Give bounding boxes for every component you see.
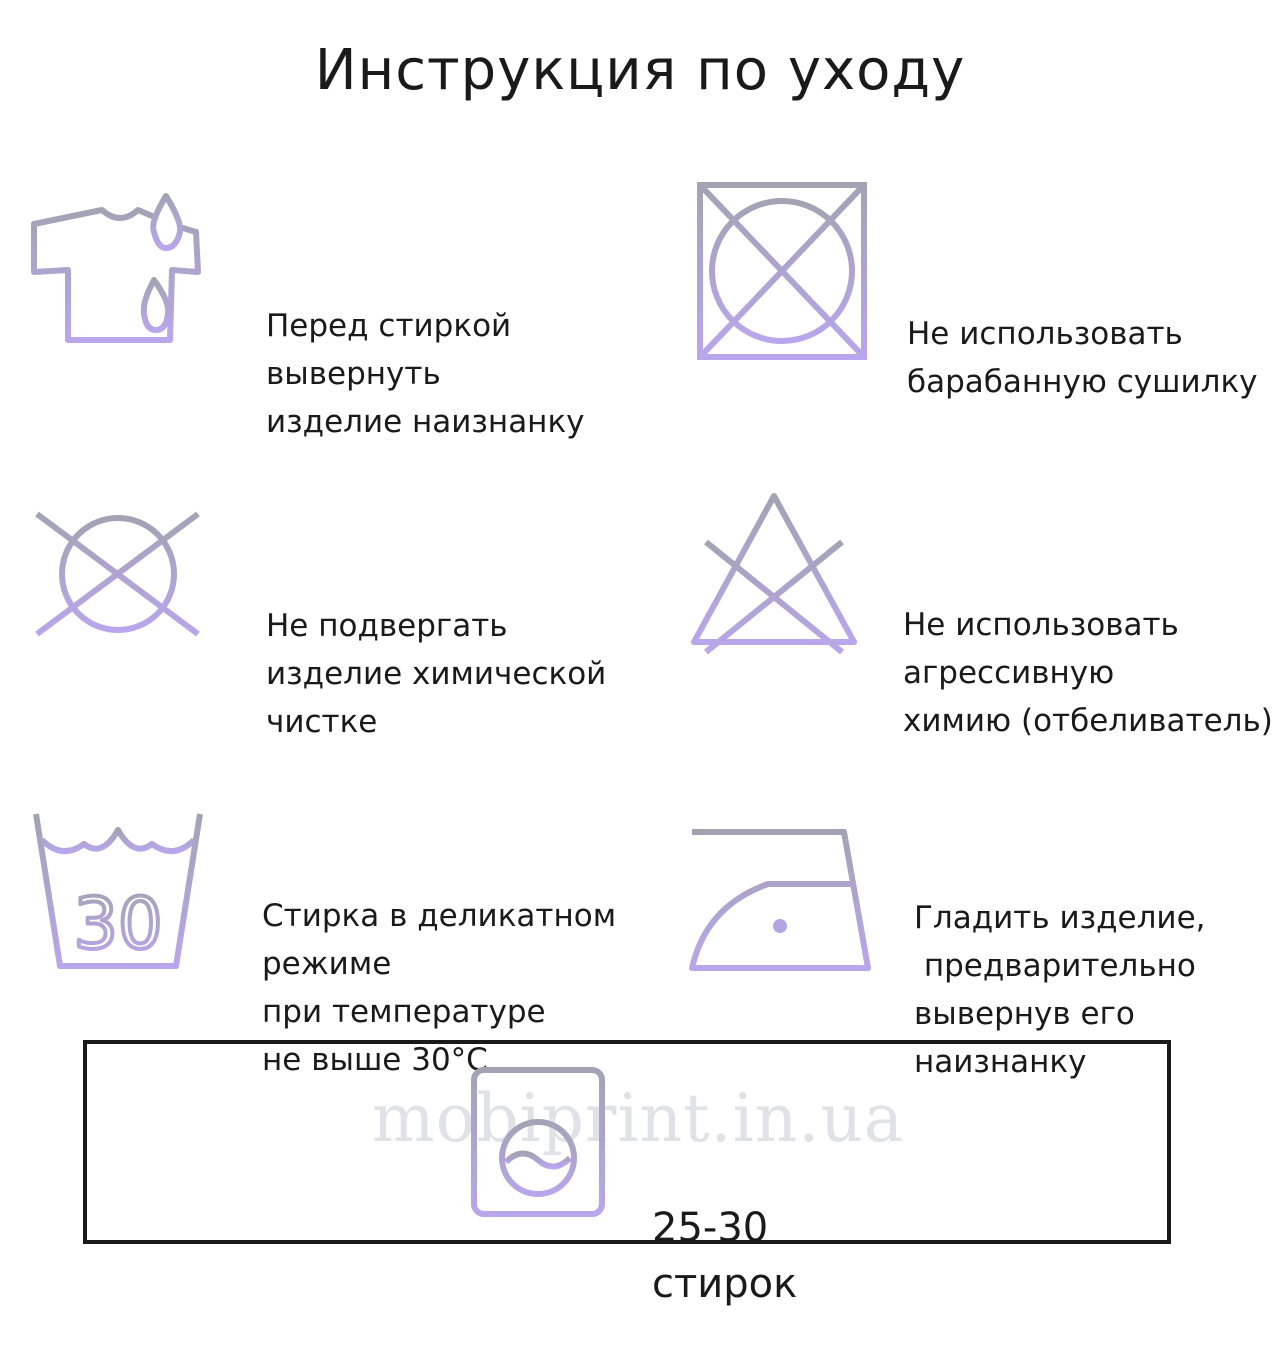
iron-icon — [688, 826, 874, 974]
tshirt-drop-icon — [30, 190, 205, 355]
wash-temperature-number: 30 — [73, 883, 162, 965]
page-title: Инструкция по уходу — [314, 38, 966, 103]
washing-machine-icon — [470, 1066, 606, 1218]
wash-count-box — [83, 1040, 1171, 1244]
watermark: mobiprint.in.ua — [372, 1080, 905, 1157]
wash-30-icon: 30 — [32, 810, 204, 970]
no-dry-clean-icon — [35, 510, 200, 638]
no-tumble-dry-icon — [697, 182, 867, 360]
no-bleach-icon — [690, 492, 858, 655]
